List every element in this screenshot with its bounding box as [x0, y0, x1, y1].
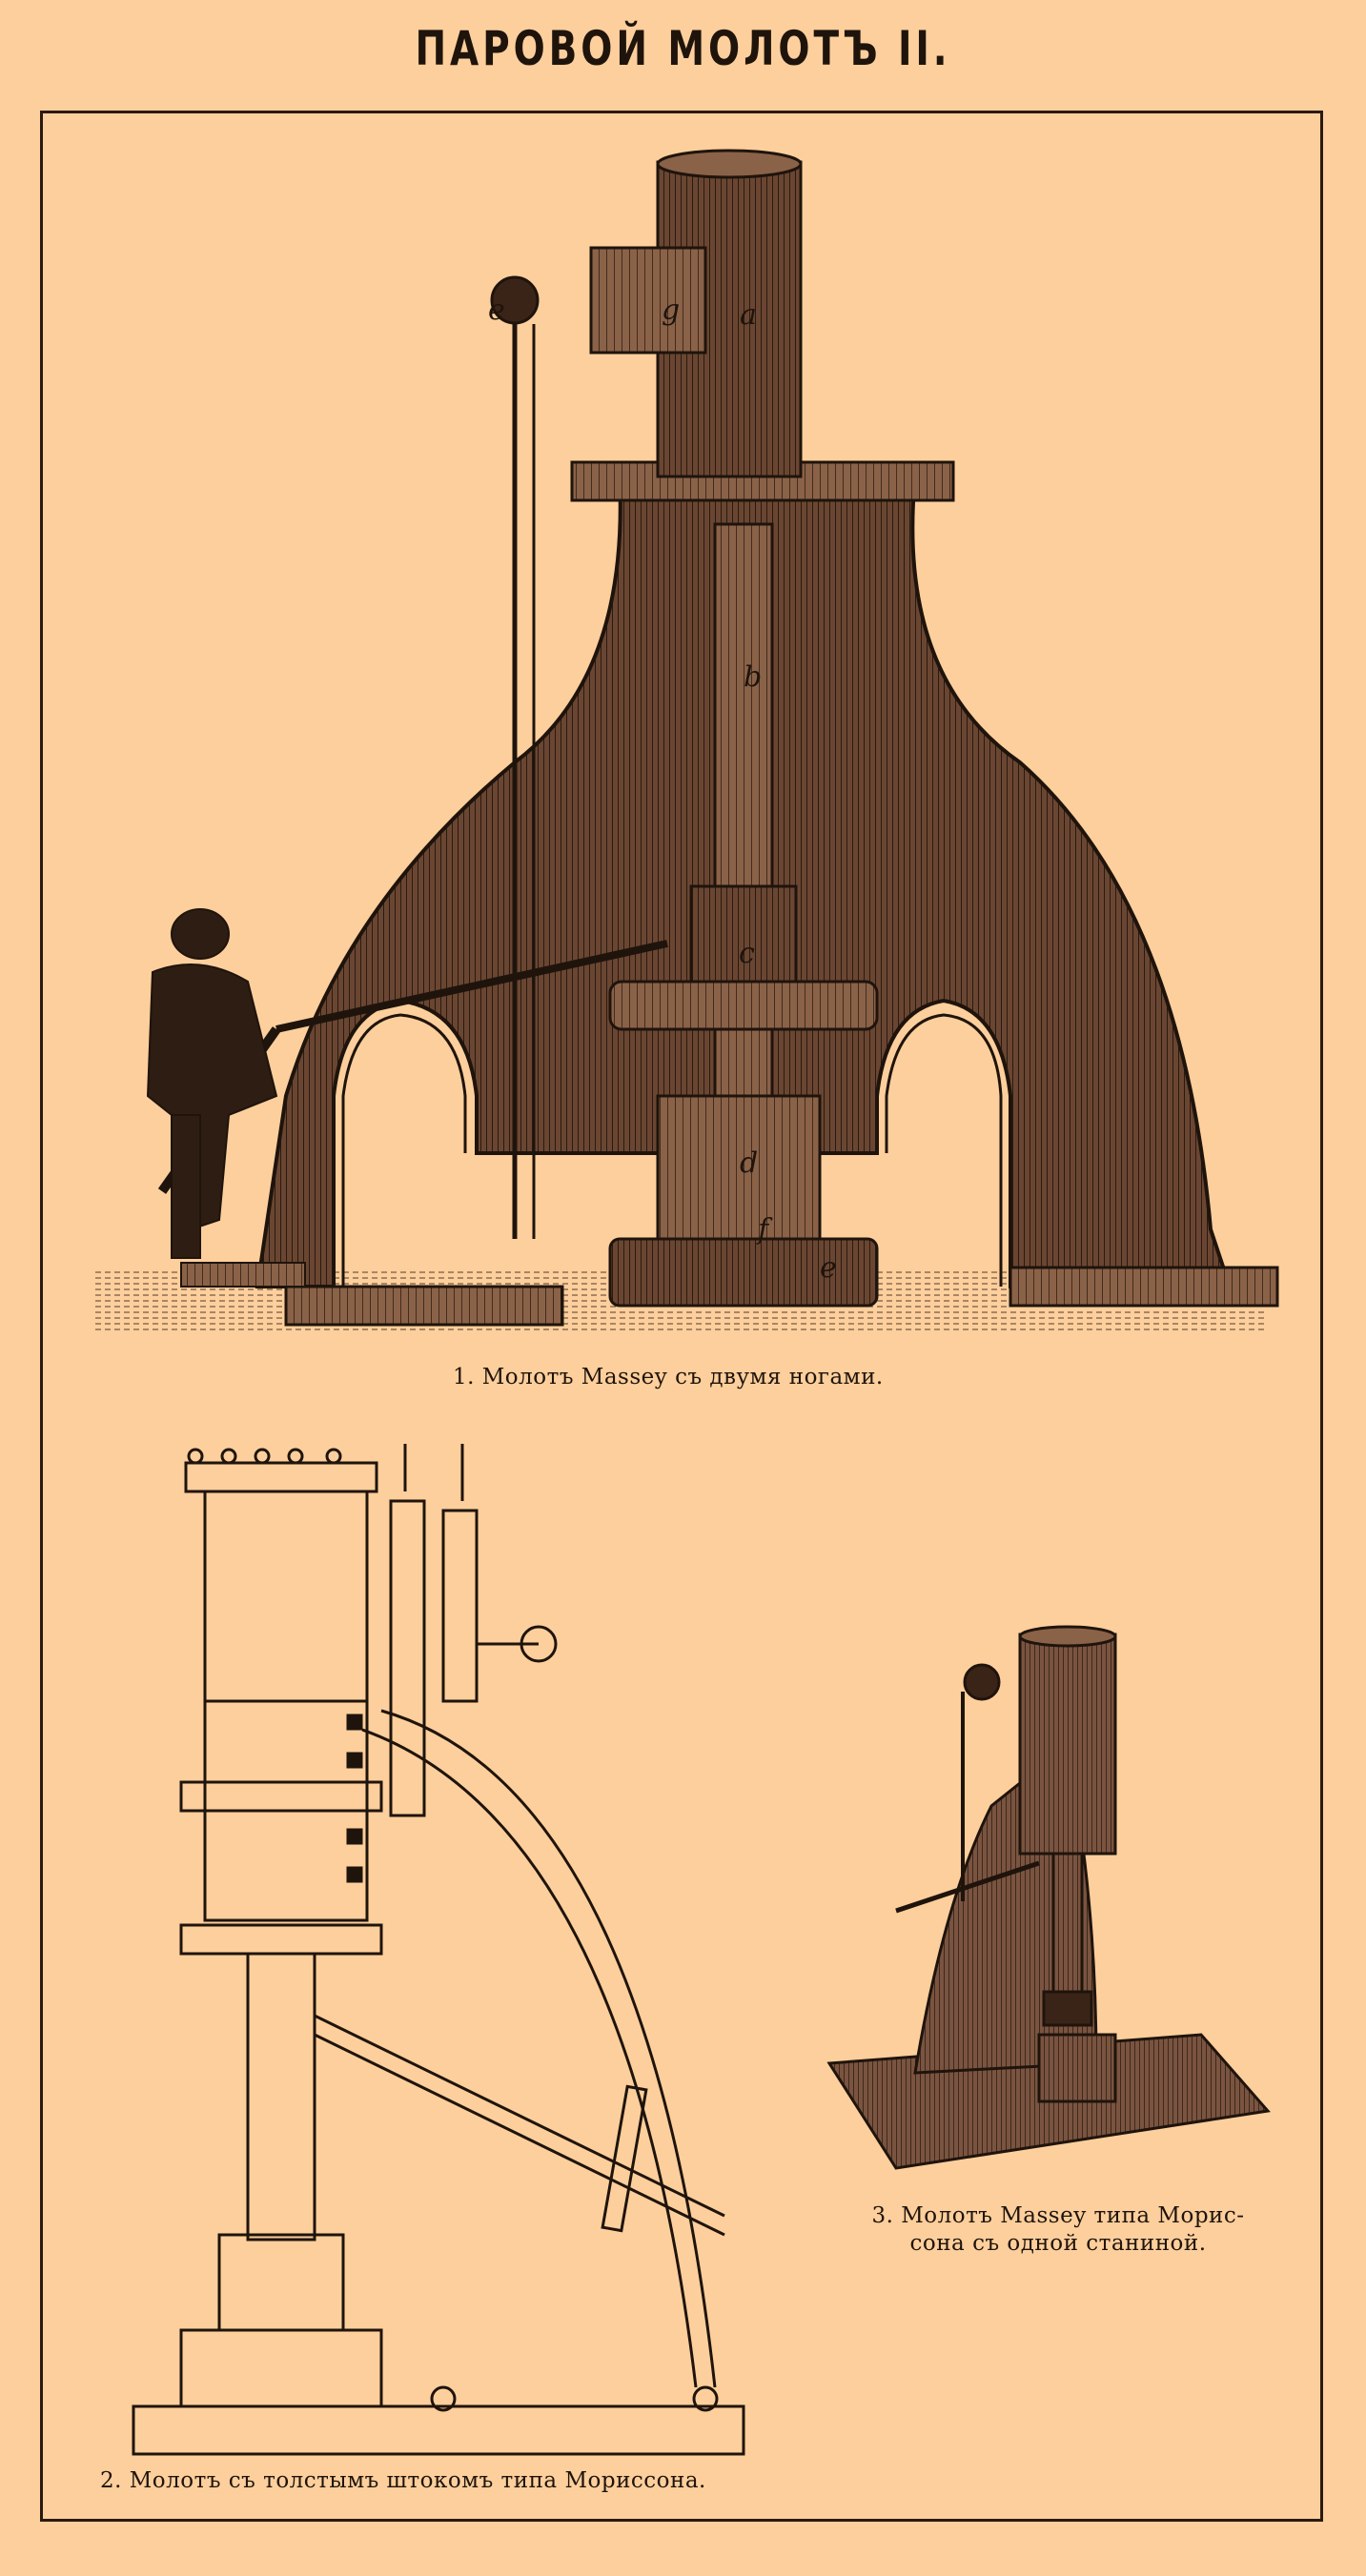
fig1-label-g: g: [662, 294, 680, 327]
figure-3-illustration: [820, 1615, 1287, 2206]
figure-2-caption: 2. Молотъ съ толстымъ штокомъ типа Морис…: [100, 2468, 706, 2493]
figure-3-caption-line-2: сона съ одной станиной.: [909, 2231, 1207, 2256]
fig1-label-e-top: e: [488, 294, 505, 327]
fig1-label-c: c: [739, 937, 755, 970]
figure-2-illustration: [114, 1425, 801, 2464]
figure-3-caption: 3. Молотъ Massey типа Морис- сона съ одн…: [839, 2202, 1277, 2258]
plate-frame: [40, 111, 1323, 2522]
page-title: ПАРОВОЙ МОЛОТЪ II.: [415, 21, 951, 76]
figure-1-illustration: e g a b c d f e: [57, 143, 1287, 1372]
fig1-label-e-bottom: e: [820, 1251, 837, 1285]
fig1-label-d: d: [740, 1146, 758, 1180]
fig1-label-b: b: [744, 660, 762, 694]
fig1-label-a: a: [740, 298, 757, 332]
figure-1-caption: 1. Молотъ Massey съ двумя ногами.: [453, 1365, 884, 1389]
figure-3-caption-line-1: 3. Молотъ Massey типа Морис-: [871, 2203, 1245, 2228]
